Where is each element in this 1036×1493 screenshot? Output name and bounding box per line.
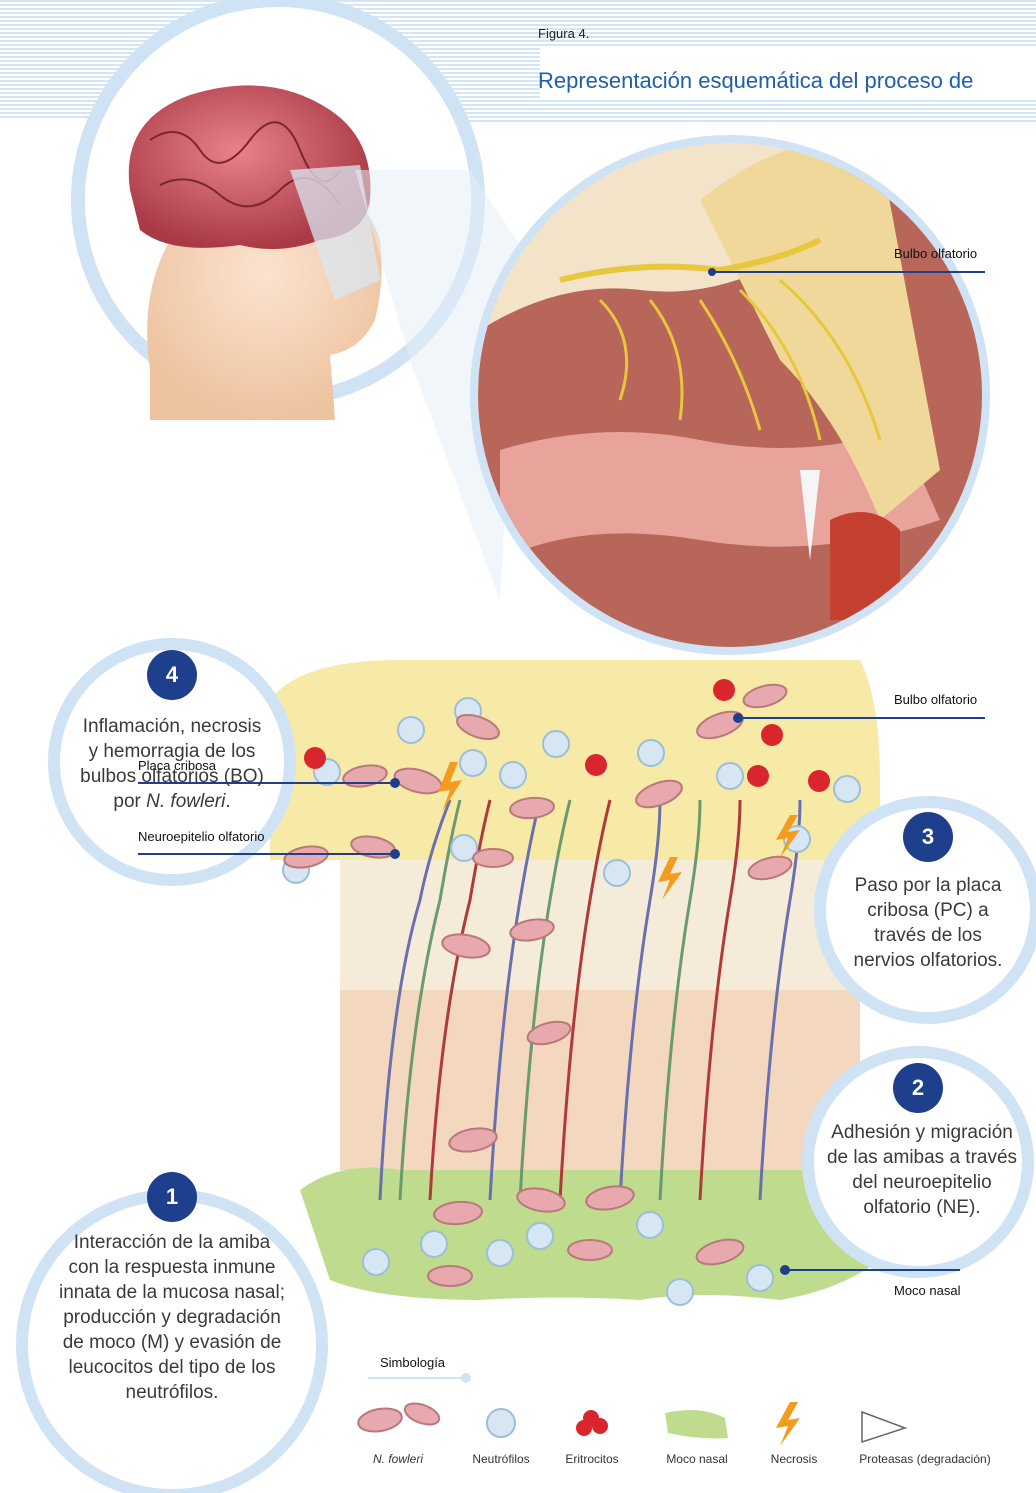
legend-erythrocyte-icon xyxy=(576,1410,608,1436)
legend-lightning-icon xyxy=(776,1402,800,1446)
legend-icons xyxy=(356,1399,905,1446)
callout-moco-nasal: Moco nasal xyxy=(894,1283,960,1298)
legend-label-necrosis: Necrosis xyxy=(756,1452,832,1466)
legend-mucus-icon xyxy=(665,1410,728,1438)
legend-label-eritrocitos: Eritrocitos xyxy=(552,1452,632,1466)
legend-title-underline xyxy=(368,1374,470,1382)
step-4-description: Inflamación, necrosis y hemorragia de lo… xyxy=(62,714,282,814)
legend-title: Simbología xyxy=(380,1355,445,1370)
step-2-description: Adhesión y migración de las amibas a tra… xyxy=(808,1120,1036,1220)
callout-bulbo-olfatorio-mid: Bulbo olfatorio xyxy=(894,692,977,707)
step-3-description: Paso por la placa cribosa (PC) a través … xyxy=(830,873,1026,973)
callout-neuroepitelio-olfatorio: Neuroepitelio olfatorio xyxy=(138,829,264,844)
olfactory-bulb-schematic xyxy=(270,660,880,1300)
step-1-description: Interacción de la amiba con la respuesta… xyxy=(42,1230,302,1405)
step-4-badge: 4 xyxy=(147,650,197,700)
step-2-badge: 2 xyxy=(893,1063,943,1113)
legend-protease-icon xyxy=(862,1412,905,1442)
figure-label: Figura 4. xyxy=(538,26,589,41)
step-1-badge: 1 xyxy=(147,1172,197,1222)
legend-label-moco-nasal: Moco nasal xyxy=(654,1452,740,1466)
legend-neutrophil-icon xyxy=(487,1409,515,1437)
nasal-cavity-sagittal xyxy=(470,130,990,660)
callout-bulbo-olfatorio-top: Bulbo olfatorio xyxy=(894,246,977,261)
legend-label-n-fowleri: N. fowleri xyxy=(348,1452,448,1466)
figure-title: Representación esquemática del proceso d… xyxy=(538,68,973,94)
legend-label-proteasas: Proteasas (degradación) xyxy=(840,1452,1010,1466)
legend-amoeba-icon xyxy=(356,1399,442,1434)
step-3-badge: 3 xyxy=(903,812,953,862)
legend-label-neutrofilos: Neutrófilos xyxy=(456,1452,546,1466)
